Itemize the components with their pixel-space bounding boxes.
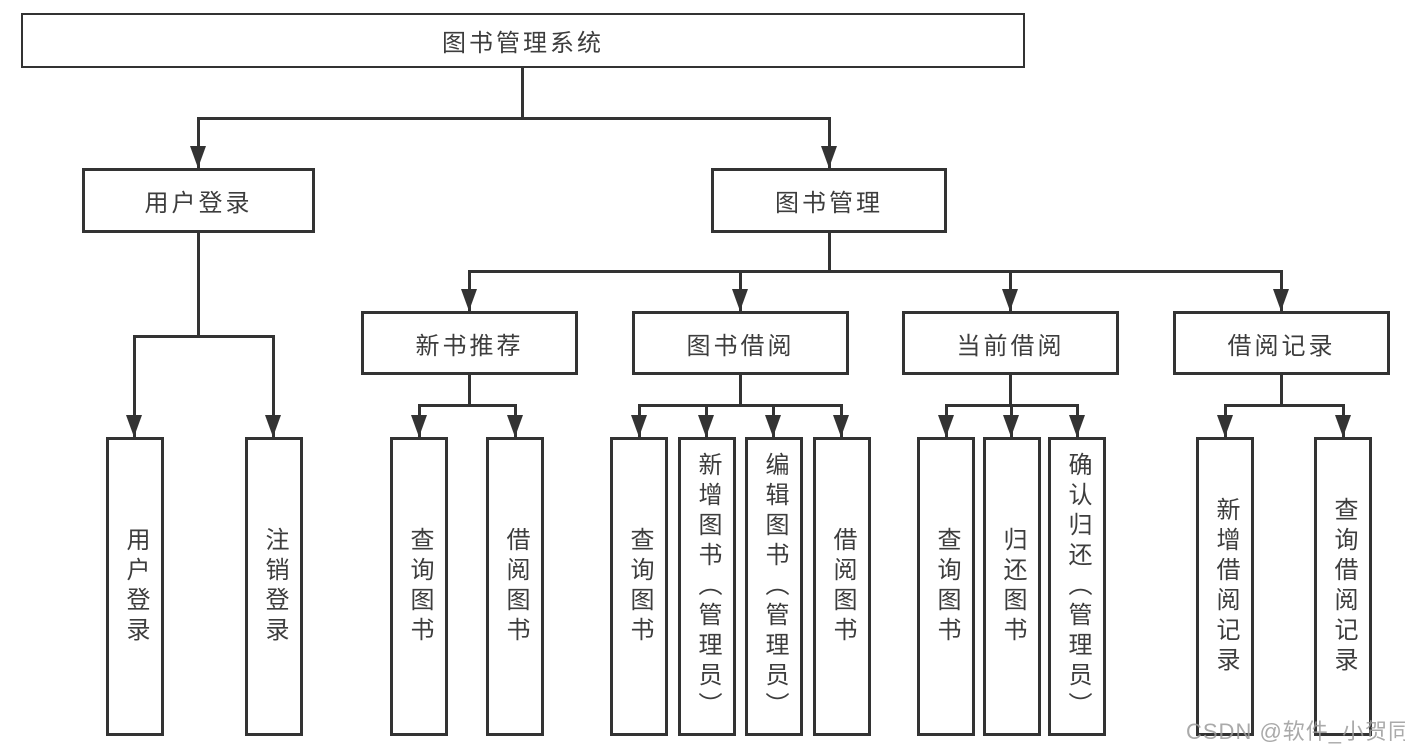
node-label: 用户登录 bbox=[144, 190, 253, 217]
arrowhead-down-icon bbox=[631, 415, 647, 437]
connector-vline bbox=[828, 117, 831, 168]
node-label: 查询图书 bbox=[626, 526, 653, 647]
leaf-borrow-books: 借阅图书 bbox=[813, 437, 871, 736]
node-label: 注销登录 bbox=[261, 526, 288, 647]
leaf-query-books-borrow: 查询图书 bbox=[610, 437, 668, 736]
arrowhead-down-icon bbox=[698, 415, 714, 437]
node-new-book-recommend: 新书推荐 bbox=[361, 311, 578, 375]
node-label: 新增图书（管理员） bbox=[694, 451, 721, 722]
connector-hline bbox=[197, 117, 830, 120]
node-label: 图书管理 bbox=[775, 190, 883, 217]
leaf-query-borrow-record: 查询借阅记录 bbox=[1314, 437, 1372, 736]
node-label: 查询图书 bbox=[406, 526, 433, 647]
node-label: 借阅图书 bbox=[502, 526, 529, 647]
connector-vline bbox=[468, 375, 471, 405]
node-label: 归还图书 bbox=[999, 526, 1026, 647]
leaf-borrow-books-recommend: 借阅图书 bbox=[486, 437, 544, 736]
connector-hline bbox=[1224, 404, 1344, 407]
node-label: 图书管理系统 bbox=[442, 30, 604, 57]
leaf-edit-books-admin: 编辑图书（管理员） bbox=[745, 437, 803, 736]
leaf-query-books-current: 查询图书 bbox=[917, 437, 975, 736]
connector-hline bbox=[133, 335, 275, 338]
node-user-login: 用户登录 bbox=[82, 168, 315, 233]
arrowhead-down-icon bbox=[190, 146, 206, 168]
leaf-confirm-return-admin: 确认归还（管理员） bbox=[1048, 437, 1106, 736]
node-label: 借阅记录 bbox=[1227, 332, 1336, 360]
node-book-borrow: 图书借阅 bbox=[632, 311, 849, 375]
node-label: 借阅图书 bbox=[829, 526, 856, 647]
node-label: 查询借阅记录 bbox=[1330, 496, 1357, 677]
csdn-watermark: CSDN @软件_小贺同学 bbox=[1186, 719, 1405, 744]
node-label: 确认归还（管理员） bbox=[1064, 451, 1091, 722]
arrowhead-down-icon bbox=[265, 415, 281, 437]
arrowhead-down-icon bbox=[1273, 289, 1289, 311]
node-label: 用户登录 bbox=[122, 526, 149, 647]
connector-hline bbox=[638, 404, 842, 407]
node-label: 查询图书 bbox=[933, 526, 960, 647]
connector-vline bbox=[739, 375, 742, 405]
node-label: 新增借阅记录 bbox=[1212, 496, 1239, 677]
arrowhead-down-icon bbox=[1217, 415, 1233, 437]
node-label: 新书推荐 bbox=[415, 332, 524, 360]
node-label: 图书借阅 bbox=[686, 332, 795, 360]
connector-vline bbox=[197, 117, 200, 168]
node-label: 编辑图书（管理员） bbox=[761, 451, 788, 722]
connector-vline bbox=[133, 335, 136, 437]
arrowhead-down-icon bbox=[411, 415, 427, 437]
arrowhead-down-icon bbox=[765, 415, 781, 437]
connector-vline bbox=[1009, 375, 1012, 405]
arrowhead-down-icon bbox=[1335, 415, 1351, 437]
leaf-user-login: 用户登录 bbox=[106, 437, 164, 736]
connector-vline bbox=[1280, 375, 1283, 405]
node-borrow-records: 借阅记录 bbox=[1173, 311, 1390, 375]
arrowhead-down-icon bbox=[507, 415, 523, 437]
leaf-add-books-admin: 新增图书（管理员） bbox=[678, 437, 736, 736]
connector-hline bbox=[468, 270, 1282, 273]
node-label: 当前借阅 bbox=[956, 332, 1065, 360]
arrowhead-down-icon bbox=[833, 415, 849, 437]
arrowhead-down-icon bbox=[1003, 415, 1019, 437]
connector-vline bbox=[828, 233, 831, 272]
arrowhead-down-icon bbox=[126, 415, 142, 437]
leaf-logout: 注销登录 bbox=[245, 437, 303, 736]
connector-vline bbox=[272, 335, 275, 437]
connector-vline bbox=[197, 233, 200, 336]
leaf-return-books: 归还图书 bbox=[983, 437, 1041, 736]
leaf-add-borrow-record: 新增借阅记录 bbox=[1196, 437, 1254, 736]
connector-vline bbox=[521, 68, 524, 118]
node-root: 图书管理系统 bbox=[21, 13, 1025, 68]
arrowhead-down-icon bbox=[821, 146, 837, 168]
node-current-borrow: 当前借阅 bbox=[902, 311, 1119, 375]
arrowhead-down-icon bbox=[732, 289, 748, 311]
connector-hline bbox=[418, 404, 517, 407]
node-book-management: 图书管理 bbox=[711, 168, 947, 233]
arrowhead-down-icon bbox=[461, 289, 477, 311]
arrowhead-down-icon bbox=[938, 415, 954, 437]
leaf-query-books-recommend: 查询图书 bbox=[390, 437, 448, 736]
arrowhead-down-icon bbox=[1002, 289, 1018, 311]
arrowhead-down-icon bbox=[1069, 415, 1085, 437]
